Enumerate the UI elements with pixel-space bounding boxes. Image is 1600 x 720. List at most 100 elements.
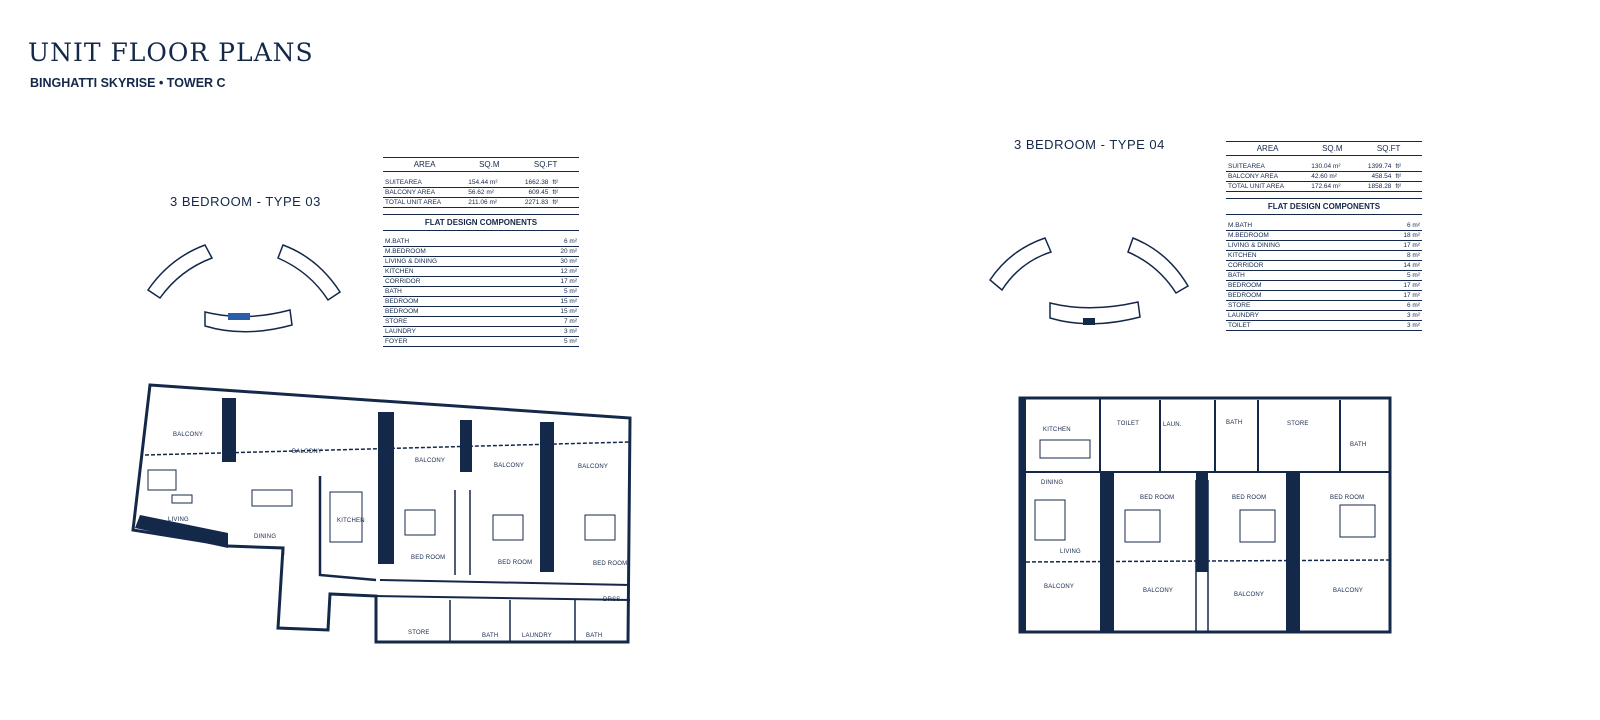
room-label: BALCONY — [494, 463, 525, 469]
area-header: AREA — [1226, 141, 1310, 156]
component-row: LIVING & DINING 30 m² — [383, 256, 579, 267]
sqft-header: SQ.FT — [512, 157, 579, 172]
area-row: TOTAL UNIT AREA 211.06 m² 2271.83 ft² — [383, 197, 579, 208]
component-row: M.BEDROOM 20 m² — [383, 246, 579, 257]
room-label: DRSS. — [603, 597, 623, 603]
room-label: DINING — [254, 534, 277, 540]
room-label: BALCONY — [292, 449, 323, 455]
component-row: M.BEDROOM 18 m² — [1226, 230, 1422, 241]
room-label: LAUNDRY — [522, 633, 552, 639]
area-row: TOTAL UNIT AREA 172.64 m² 1858.28 ft² — [1226, 181, 1422, 192]
component-row: KITCHEN 12 m² — [383, 266, 579, 277]
floor-plan-type-03 — [131, 383, 632, 644]
component-value: 8 m² — [1393, 250, 1422, 261]
component-label: FOYER — [383, 336, 551, 347]
component-value: 6 m² — [1393, 300, 1422, 311]
component-value: 17 m² — [1393, 280, 1422, 291]
room-label: LIVING — [1060, 549, 1081, 555]
component-row: BEDROOM 15 m² — [383, 296, 579, 307]
component-label: CORRIDOR — [383, 276, 551, 287]
floor-plan-type-04 — [1018, 396, 1392, 634]
room-label: BATH — [586, 633, 603, 639]
room-label: KITCHEN — [337, 518, 365, 524]
component-label: STORE — [383, 316, 551, 327]
room-label: BED ROOM — [1140, 495, 1175, 501]
area-row: SUITEAREA 130.04 m² 1399.74 ft² — [1226, 162, 1422, 172]
area-unit: ft² — [1393, 171, 1422, 182]
component-row: CORRIDOR 17 m² — [383, 276, 579, 287]
component-label: TOILET — [1226, 320, 1394, 331]
component-value: 12 m² — [550, 266, 579, 277]
area-label: BALCONY AREA — [383, 187, 467, 198]
room-label: BALCONY — [1044, 584, 1075, 590]
component-value: 3 m² — [550, 326, 579, 337]
area-label: TOTAL UNIT AREA — [1226, 181, 1310, 192]
area-unit: ft² — [550, 197, 579, 208]
component-label: M.BATH — [1226, 221, 1394, 231]
component-label: BEDROOM — [383, 306, 551, 317]
component-label: BATH — [1226, 270, 1394, 281]
component-label: BATH — [383, 286, 551, 297]
room-label: BED ROOM — [411, 555, 446, 561]
room-label: BED ROOM — [593, 561, 628, 567]
component-row: STORE 6 m² — [1226, 300, 1422, 311]
component-value: 5 m² — [550, 336, 579, 347]
component-row: LAUNDRY 3 m² — [383, 326, 579, 337]
component-row: M.BATH 6 m² — [1226, 221, 1422, 231]
room-label: KITCHEN — [1043, 427, 1071, 433]
component-label: BEDROOM — [1226, 290, 1394, 301]
component-value: 6 m² — [1393, 221, 1422, 231]
component-row: BEDROOM 17 m² — [1226, 290, 1422, 301]
component-value: 17 m² — [1393, 290, 1422, 301]
component-label: CORRIDOR — [1226, 260, 1394, 271]
area-sqm: 56.62 m² — [466, 187, 513, 198]
area-unit: ft² — [550, 187, 579, 198]
sqm-header: SQ.M — [466, 157, 513, 172]
area-table-type-04: AREA SQ.M SQ.FT SUITEAREA 130.04 m² 1399… — [1226, 141, 1422, 331]
room-label: BALCONY — [173, 432, 204, 438]
plan-title-type-03: 3 BEDROOM - TYPE 03 — [170, 194, 321, 209]
area-unit: ft² — [550, 178, 579, 188]
room-label: BALCONY — [415, 458, 446, 464]
component-label: M.BEDROOM — [1226, 230, 1394, 241]
area-sqm: 42.60 m² — [1309, 171, 1356, 182]
component-label: STORE — [1226, 300, 1394, 311]
area-sqm: 172.64 m² — [1309, 181, 1356, 192]
room-label: LAUN. — [1163, 422, 1182, 428]
component-value: 3 m² — [1393, 310, 1422, 321]
component-value: 30 m² — [550, 256, 579, 267]
area-label: SUITEAREA — [383, 178, 467, 188]
area-sqft: 458.54 — [1355, 171, 1394, 182]
components-title: FLAT DESIGN COMPONENTS — [383, 214, 579, 231]
room-label: BATH — [1226, 420, 1243, 426]
component-value: 15 m² — [550, 306, 579, 317]
tower-keyplan-type-04 — [989, 237, 1190, 325]
components-title: FLAT DESIGN COMPONENTS — [1226, 198, 1422, 215]
room-label: BATH — [482, 633, 499, 639]
area-row: BALCONY AREA 56.62 m² 609.45 ft² — [383, 187, 579, 198]
component-label: M.BATH — [383, 237, 551, 247]
plan-title-type-04: 3 BEDROOM - TYPE 04 — [1014, 137, 1165, 152]
component-label: LAUNDRY — [1226, 310, 1394, 321]
area-sqft: 1858.28 — [1355, 181, 1394, 192]
area-sqft: 1399.74 — [1355, 162, 1394, 172]
area-sqm: 154.44 m² — [466, 178, 513, 188]
room-label: LIVING — [168, 517, 189, 523]
room-label: BED ROOM — [498, 560, 533, 566]
area-sqft: 1662.38 — [512, 178, 551, 188]
page-subtitle: BINGHATTI SKYRISE • TOWER C — [30, 76, 226, 90]
area-header: AREA — [383, 157, 467, 172]
room-label: BALCONY — [578, 464, 609, 470]
room-label: TOILET — [1117, 421, 1140, 427]
area-table-type-03: AREA SQ.M SQ.FT SUITEAREA 154.44 m² 1662… — [383, 157, 579, 347]
component-value: 15 m² — [550, 296, 579, 307]
component-row: CORRIDOR 14 m² — [1226, 260, 1422, 271]
component-value: 5 m² — [1393, 270, 1422, 281]
component-row: BATH 5 m² — [1226, 270, 1422, 281]
area-label: BALCONY AREA — [1226, 171, 1310, 182]
area-sqm: 130.04 m² — [1309, 162, 1356, 172]
area-header-row: AREA SQ.M SQ.FT — [383, 157, 579, 172]
component-label: KITCHEN — [383, 266, 551, 277]
sqm-header: SQ.M — [1309, 141, 1356, 156]
component-row: BEDROOM 15 m² — [383, 306, 579, 317]
